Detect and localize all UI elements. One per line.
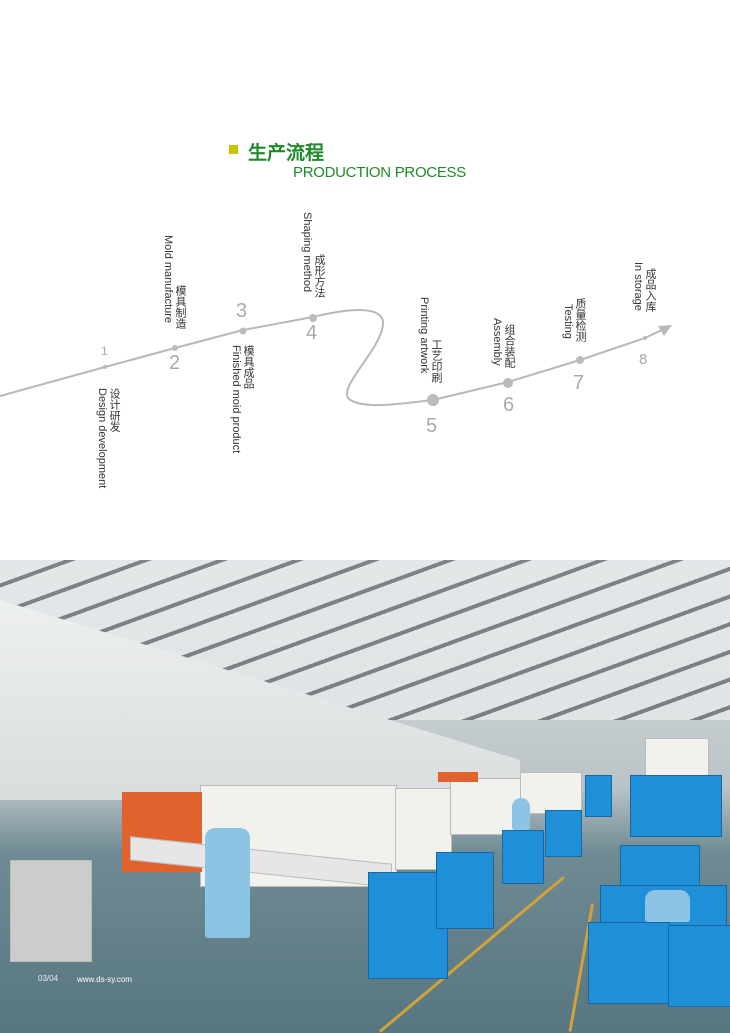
step-dot xyxy=(576,356,584,364)
step-dot xyxy=(503,378,513,388)
title-bullet-icon xyxy=(229,145,238,154)
step-number: 3 xyxy=(236,300,248,322)
step-label-cn: 组合装配 xyxy=(503,324,515,368)
step-dot xyxy=(427,394,439,406)
step-label-en: Shaping method xyxy=(301,212,313,293)
step-label-cn: 成品入库 xyxy=(644,268,656,312)
step-label-cn: 模具制造 xyxy=(174,285,186,329)
step-label-en: In storage xyxy=(632,262,644,311)
step-label-en: Mold manufacture xyxy=(162,235,174,324)
step-number: 4 xyxy=(306,322,318,344)
section-title-en: PRODUCTION PROCESS xyxy=(293,164,466,181)
step-label-cn: 成形方法 xyxy=(313,254,325,298)
step-number: 2 xyxy=(169,352,181,374)
website-url: www.ds-sy.com xyxy=(77,975,132,984)
step-dot xyxy=(172,345,178,351)
step-label-en: Printing artwork xyxy=(418,297,430,374)
step-dot xyxy=(103,365,107,369)
step-label-en: Testing xyxy=(562,304,574,339)
step-label-en: Finished moid product xyxy=(230,345,242,454)
step-label-cn: 质量检测 xyxy=(574,298,586,342)
step-number: 1 xyxy=(101,344,108,358)
step-label-en: Design development xyxy=(96,388,108,489)
step-dot xyxy=(239,327,247,335)
process-flow-line xyxy=(0,309,672,407)
step-dot xyxy=(309,314,317,322)
section-title-cn: 生产流程 xyxy=(248,142,325,164)
step-number: 8 xyxy=(639,351,648,368)
factory-photo xyxy=(0,560,730,1033)
arrow-head-icon xyxy=(658,325,672,336)
step-label-cn: 模具成品 xyxy=(242,345,254,389)
step-number: 7 xyxy=(573,372,585,394)
step-label-cn: 设计研发 xyxy=(108,388,120,432)
step-number: 5 xyxy=(426,415,438,437)
step-label-cn: 工艺印刷 xyxy=(430,339,442,383)
step-dot xyxy=(643,336,647,340)
page-number: 03/04 xyxy=(38,974,59,983)
step-number: 6 xyxy=(503,394,515,416)
step-label-en: Assembly xyxy=(491,318,503,366)
